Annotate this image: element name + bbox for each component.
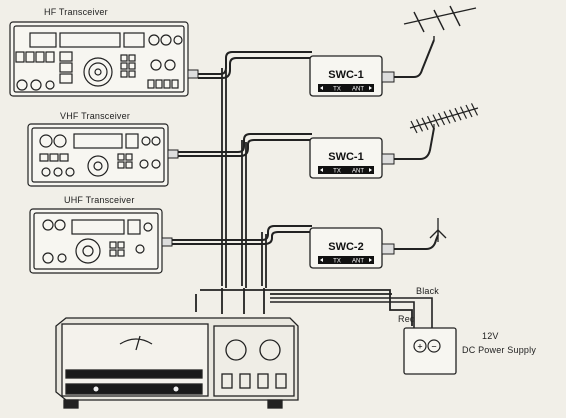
yagi-element	[448, 109, 457, 123]
switch-box-2-ant: ANT	[352, 169, 364, 175]
switch-box-1-name: SWC-1	[328, 69, 363, 81]
antenna-cables	[381, 39, 439, 255]
yagi-element	[465, 104, 473, 118]
uhf-vertical-antenna-icon	[429, 218, 447, 242]
yagi-element	[426, 115, 435, 129]
voltage-label: 12V	[482, 331, 499, 341]
switch-box-3: SWC-2 TX ANT	[309, 227, 383, 269]
yagi-element	[459, 106, 468, 119]
switch-box-1: SWC-1 TX ANT	[309, 55, 383, 97]
black-wire-label: Black	[416, 286, 440, 296]
yagi-element	[454, 107, 462, 121]
switch-box-2-name: SWC-1	[328, 151, 363, 163]
vhf-transceiver	[27, 123, 169, 187]
yagi-element	[410, 120, 418, 134]
switch-box-1-tx: TX	[333, 87, 341, 93]
vhf-yagi-antenna-icon	[409, 103, 479, 134]
switch-box-3-name: SWC-2	[328, 241, 363, 253]
power-wires	[270, 297, 433, 334]
dc-power-supply: + −	[403, 327, 457, 375]
yagi-element	[470, 103, 479, 116]
yagi-element	[432, 114, 440, 127]
yagi-element	[443, 111, 451, 124]
yagi-element	[421, 117, 429, 131]
controller-unit	[55, 317, 299, 409]
power-supply-label: DC Power Supply	[462, 345, 537, 355]
hf-transceiver	[9, 21, 189, 97]
uhf-transceiver-label: UHF Transceiver	[64, 195, 135, 205]
switch-box-2: SWC-1 TX ANT	[309, 137, 383, 179]
plus-terminal: +	[417, 342, 422, 352]
yagi-element	[415, 119, 424, 132]
switch-box-2-tx: TX	[333, 169, 341, 175]
hf-transceiver-label: HF Transceiver	[44, 7, 108, 17]
switch-box-3-ant: ANT	[352, 259, 364, 265]
switch-box-3-tx: TX	[333, 259, 341, 265]
uhf-transceiver	[29, 208, 163, 274]
vhf-transceiver-label: VHF Transceiver	[60, 111, 131, 121]
yagi-element	[437, 112, 446, 126]
red-wire-label: Red	[398, 314, 416, 324]
switch-box-1-ant: ANT	[352, 87, 364, 93]
minus-terminal: −	[431, 342, 436, 352]
hf-beam-antenna-icon	[403, 5, 477, 40]
control-cables	[195, 68, 413, 326]
